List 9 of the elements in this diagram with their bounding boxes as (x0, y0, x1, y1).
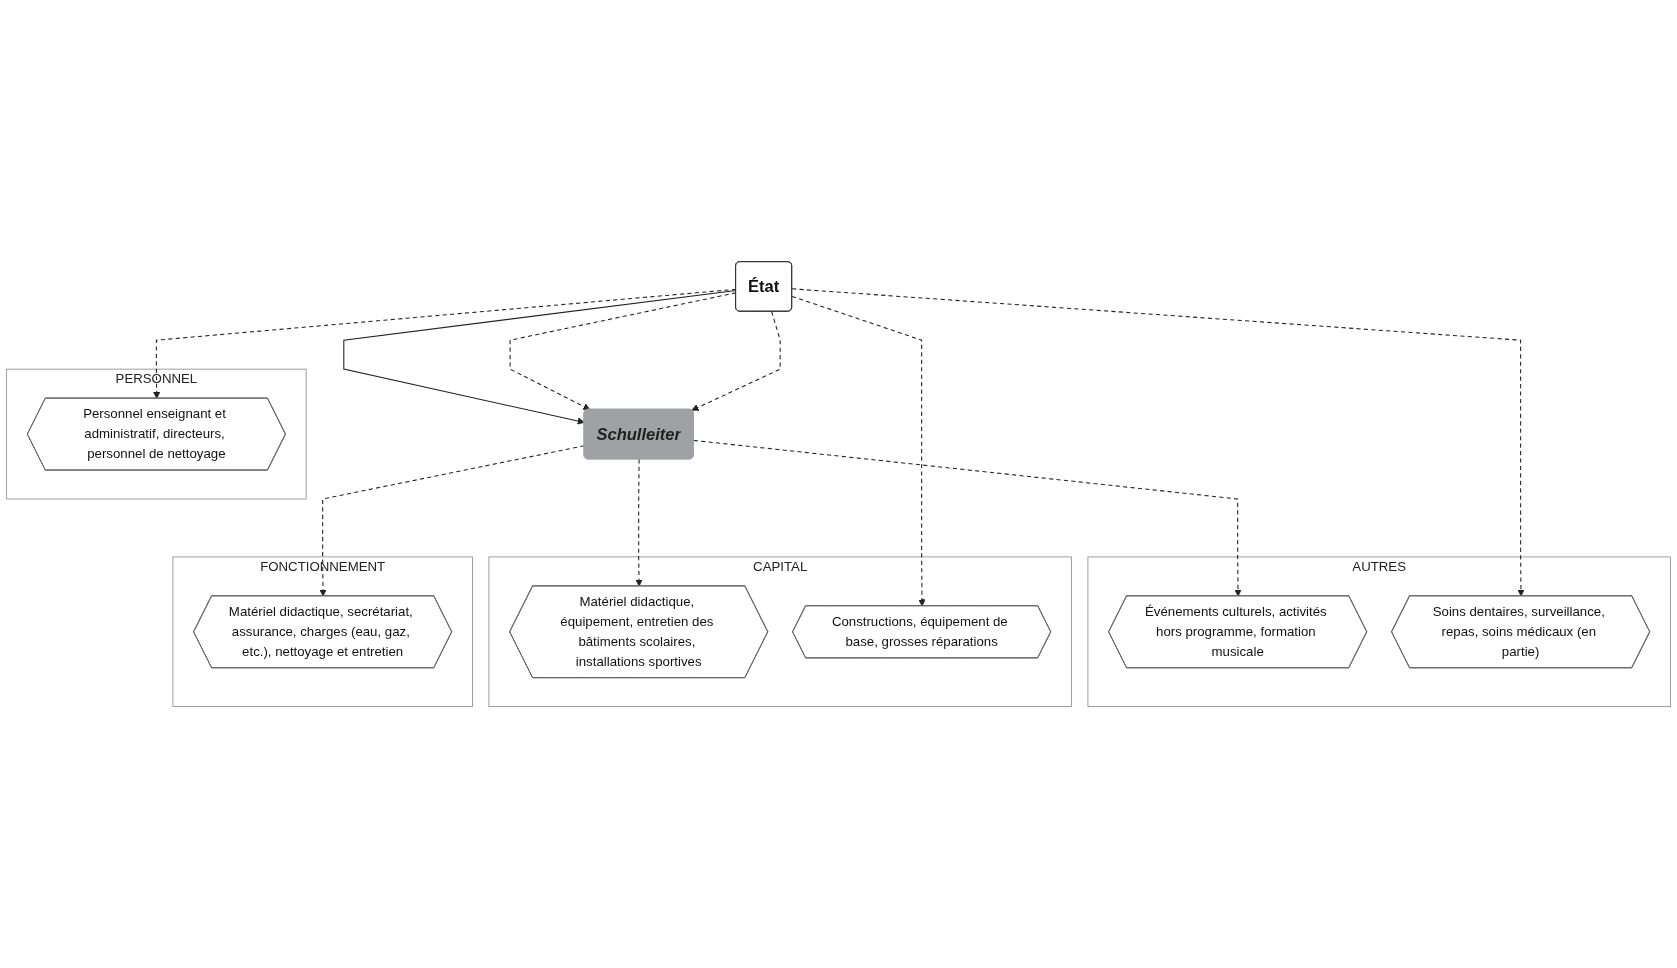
arrow (791, 295, 926, 607)
arrow (791, 288, 1525, 597)
arrow (509, 292, 737, 410)
arrow (691, 311, 781, 411)
arrow (153, 288, 737, 399)
arrow (343, 289, 737, 425)
arrow (319, 445, 585, 597)
arrow (693, 439, 1242, 597)
arrow (635, 458, 643, 587)
